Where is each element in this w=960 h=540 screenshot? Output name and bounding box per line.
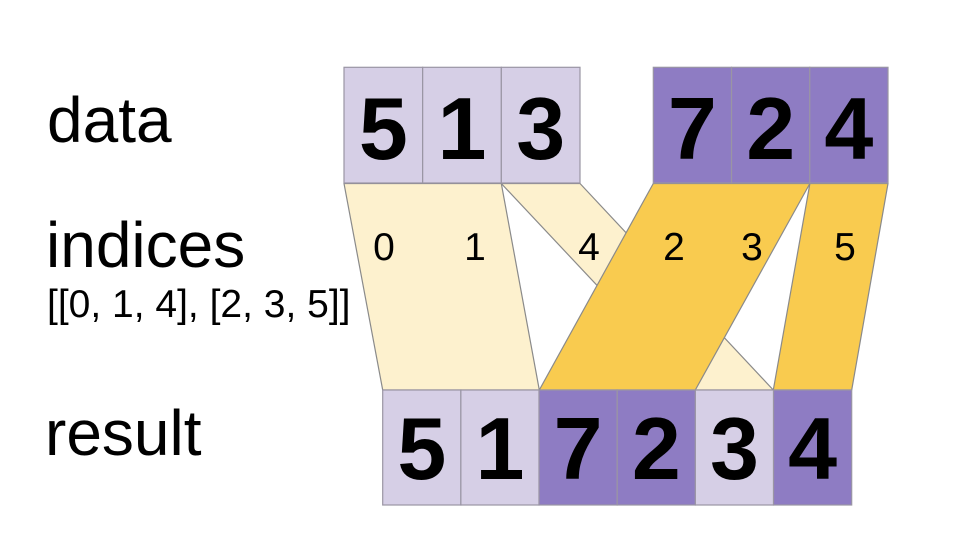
result-cell	[694, 389, 775, 506]
index-value: 1	[464, 226, 486, 269]
result-value: 1	[476, 399, 525, 498]
row-labels: data indices [[0, 1, 4], [2, 3, 5]] resu…	[45, 84, 351, 469]
index-value: 4	[578, 226, 600, 269]
result-value: 4	[788, 399, 837, 498]
result-label: result	[45, 397, 202, 469]
data-value: 1	[438, 79, 487, 178]
result-row: 5 1 7 2 3 4	[382, 389, 853, 506]
data-value: 3	[516, 79, 565, 178]
data-cell	[809, 66, 889, 184]
result-value: 7	[554, 399, 603, 498]
index-value: 5	[834, 226, 856, 269]
data-cell	[652, 66, 733, 184]
band-group1-main	[343, 182, 540, 391]
result-value: 5	[397, 399, 446, 498]
data-value: 2	[746, 79, 795, 178]
indices-value-label: [[0, 1, 4], [2, 3, 5]]	[47, 283, 351, 326]
data-row: 5 1 3 7 2 4	[343, 66, 889, 184]
mapping-bands	[343, 182, 889, 391]
result-value: 3	[710, 399, 759, 498]
result-cell	[538, 389, 618, 506]
indices-row: 0 1 4 2 3 5	[373, 226, 856, 269]
data-cell	[730, 66, 811, 184]
data-value: 7	[668, 79, 717, 178]
result-cell	[382, 389, 462, 506]
indices-label: indices	[46, 209, 245, 281]
result-cell	[616, 389, 696, 506]
data-value: 4	[824, 79, 873, 178]
data-value: 5	[359, 79, 408, 178]
index-value: 2	[663, 226, 685, 269]
result-value: 2	[632, 399, 681, 498]
index-value: 0	[373, 226, 395, 269]
data-label: data	[47, 84, 172, 156]
result-cell	[772, 389, 853, 506]
data-cell	[500, 66, 581, 184]
index-value: 3	[741, 226, 763, 269]
